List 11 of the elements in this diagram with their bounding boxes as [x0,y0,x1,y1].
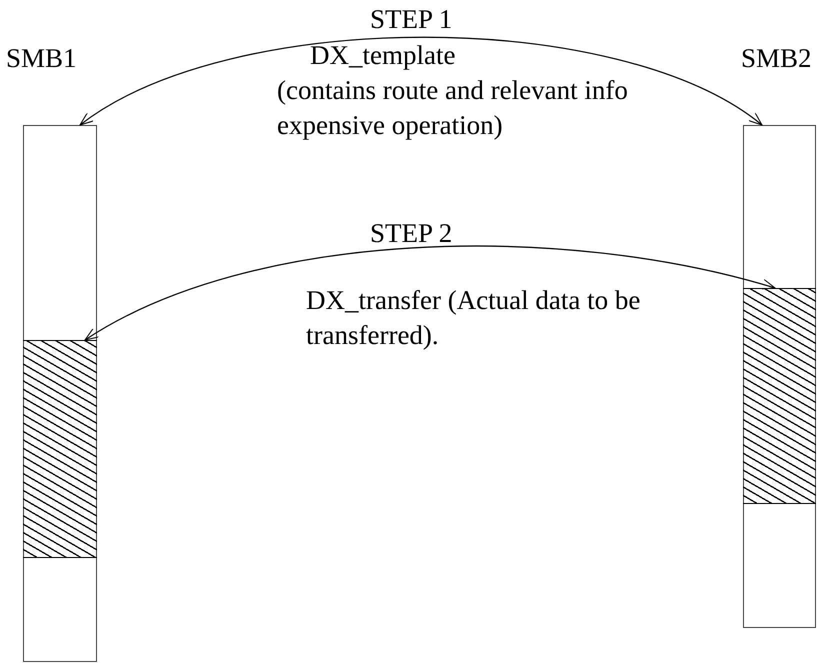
hatched-segment [22,340,97,558]
column-title: SMB1 [6,42,77,75]
hatched-segment [742,288,816,504]
edge-label: STEP 1 [370,3,452,36]
message-name: DX_template [310,39,456,72]
double-arrow [84,246,776,341]
column-title: SMB2 [741,42,812,75]
double-arrow [80,36,762,126]
edge-label: STEP 2 [370,217,452,250]
description-text: DX_transfer (Actual data to be transferred). [306,284,641,352]
description-text: (contains route and relevant info expensive operation) [277,74,629,142]
